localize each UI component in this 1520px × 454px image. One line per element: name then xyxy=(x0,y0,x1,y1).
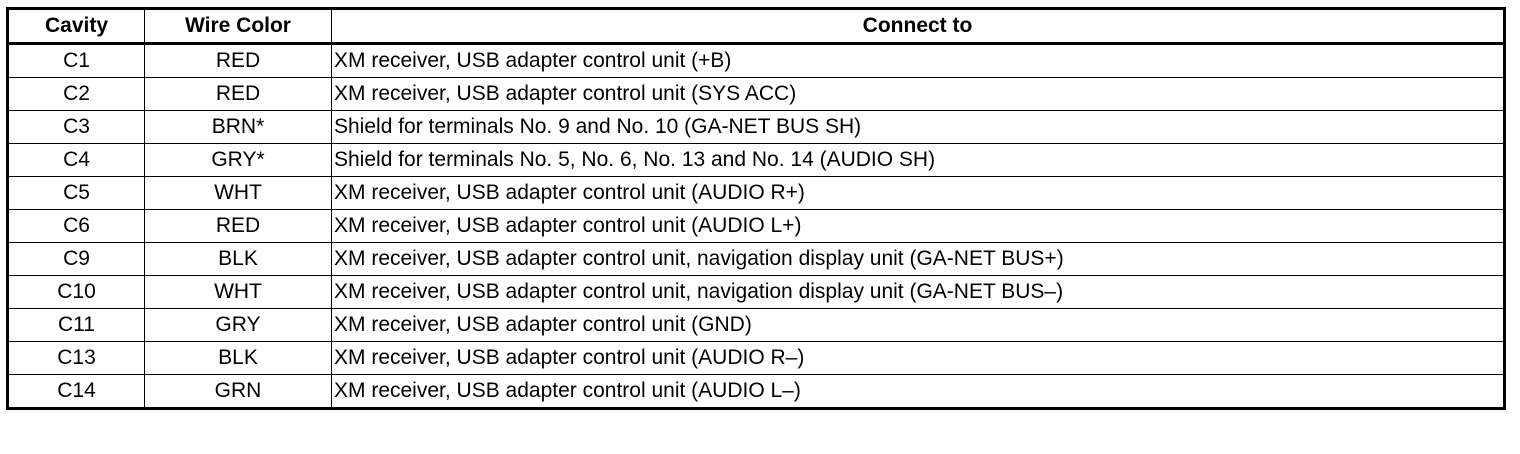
wire-color-cell: WHT xyxy=(144,275,332,309)
cavity-cell: C4 xyxy=(7,143,145,177)
wire-color-cell: BLK xyxy=(144,341,332,375)
connect-to-cell: XM receiver, USB adapter control unit, n… xyxy=(331,275,1505,309)
pinout-table: Cavity Wire Color Connect to C1 RED XM r… xyxy=(6,7,1506,410)
cavity-cell: C11 xyxy=(7,308,145,342)
table-header: Cavity Wire Color Connect to xyxy=(7,8,1505,45)
cavity-cell: C13 xyxy=(7,341,145,375)
wire-color-cell: GRY xyxy=(144,308,332,342)
table-row: C6 RED XM receiver, USB adapter control … xyxy=(7,209,1505,243)
table-row: C5 WHT XM receiver, USB adapter control … xyxy=(7,176,1505,210)
table-row: C9 BLK XM receiver, USB adapter control … xyxy=(7,242,1505,276)
table-row: C10 WHT XM receiver, USB adapter control… xyxy=(7,275,1505,309)
cavity-cell: C10 xyxy=(7,275,145,309)
wire-color-cell: WHT xyxy=(144,176,332,210)
wire-color-cell: GRY* xyxy=(144,143,332,177)
header-connect-to: Connect to xyxy=(331,8,1505,45)
connect-to-cell: XM receiver, USB adapter control unit (A… xyxy=(331,209,1505,243)
header-cavity: Cavity xyxy=(7,8,145,45)
cavity-cell: C9 xyxy=(7,242,145,276)
table-row: C14 GRN XM receiver, USB adapter control… xyxy=(7,374,1505,409)
table-row: C13 BLK XM receiver, USB adapter control… xyxy=(7,341,1505,375)
table-row: C3 BRN* Shield for terminals No. 9 and N… xyxy=(7,110,1505,144)
connect-to-cell: XM receiver, USB adapter control unit (A… xyxy=(331,176,1505,210)
header-wire-color: Wire Color xyxy=(144,8,332,45)
table-row: C4 GRY* Shield for terminals No. 5, No. … xyxy=(7,143,1505,177)
wire-color-cell: RED xyxy=(144,77,332,111)
connect-to-cell: Shield for terminals No. 5, No. 6, No. 1… xyxy=(331,143,1505,177)
wire-color-cell: RED xyxy=(144,43,332,78)
connect-to-cell: XM receiver, USB adapter control unit (S… xyxy=(331,77,1505,111)
table-row: C2 RED XM receiver, USB adapter control … xyxy=(7,77,1505,111)
header-row: Cavity Wire Color Connect to xyxy=(7,8,1505,45)
connect-to-cell: XM receiver, USB adapter control unit (+… xyxy=(331,43,1505,78)
cavity-cell: C14 xyxy=(7,374,145,409)
connect-to-cell: XM receiver, USB adapter control unit (G… xyxy=(331,308,1505,342)
cavity-cell: C6 xyxy=(7,209,145,243)
table-row: C11 GRY XM receiver, USB adapter control… xyxy=(7,308,1505,342)
connect-to-cell: XM receiver, USB adapter control unit, n… xyxy=(331,242,1505,276)
cavity-cell: C5 xyxy=(7,176,145,210)
cavity-cell: C3 xyxy=(7,110,145,144)
wire-color-cell: BRN* xyxy=(144,110,332,144)
cavity-cell: C1 xyxy=(7,43,145,78)
wire-color-cell: GRN xyxy=(144,374,332,409)
wire-color-cell: RED xyxy=(144,209,332,243)
connect-to-cell: XM receiver, USB adapter control unit (A… xyxy=(331,341,1505,375)
connect-to-cell: XM receiver, USB adapter control unit (A… xyxy=(331,374,1505,409)
cavity-cell: C2 xyxy=(7,77,145,111)
wire-color-cell: BLK xyxy=(144,242,332,276)
table-row: C1 RED XM receiver, USB adapter control … xyxy=(7,43,1505,78)
table-body: C1 RED XM receiver, USB adapter control … xyxy=(7,43,1505,409)
connect-to-cell: Shield for terminals No. 9 and No. 10 (G… xyxy=(331,110,1505,144)
